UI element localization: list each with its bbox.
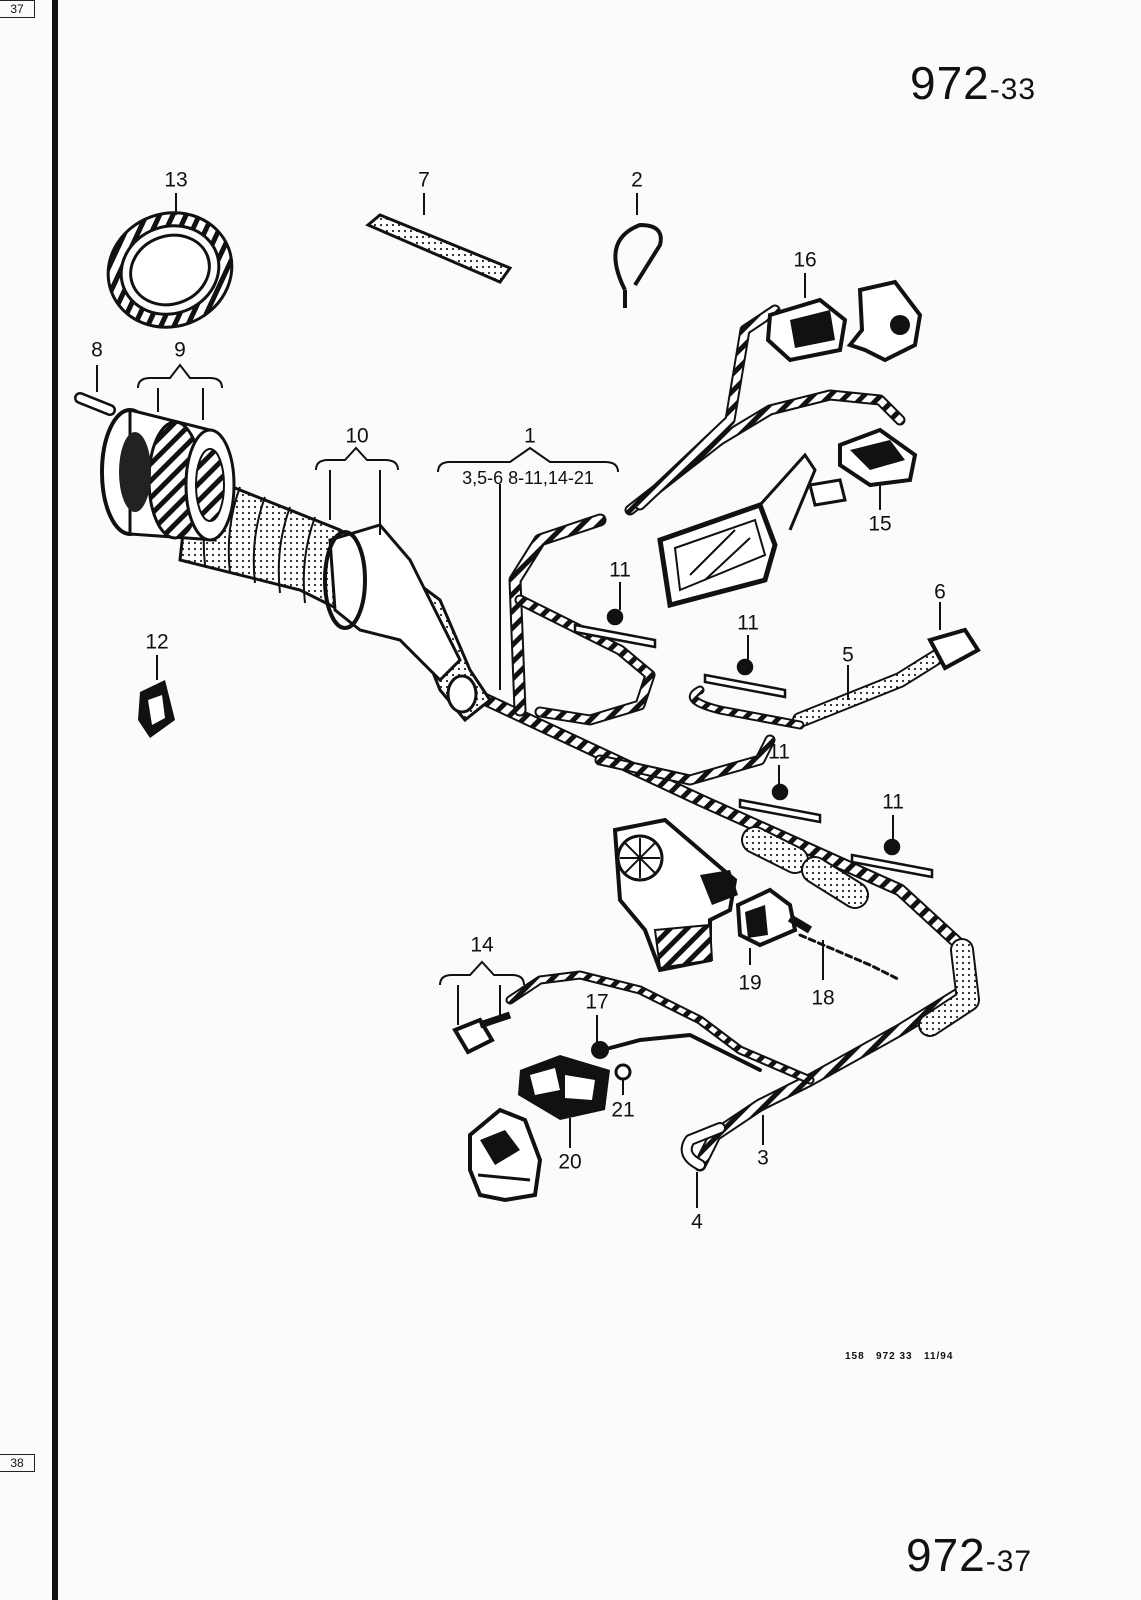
page-number-bottom: 972-37 [906,1528,1032,1582]
page-number-bottom-main: 972 [906,1529,986,1581]
protective-cap [138,680,175,738]
callout-20: 20 [558,1150,582,1174]
connector-16 [765,297,848,363]
small-parts-17-21 [591,1041,632,1081]
callout-5: 5 [842,643,854,667]
foam-strip [365,213,513,284]
page-number-bottom-sub: -37 [985,1545,1033,1578]
callout-9: 9 [174,338,186,362]
page-tab-top: 37 [0,0,35,18]
air-duct-hose [178,467,493,723]
footer-code: 158 972 33 11/94 [845,1351,954,1362]
callout-1-range: 3,5-6 8-11,14-21 [462,468,594,488]
retainer-clips [573,608,934,879]
main-harness-cables [458,304,980,1172]
callout-17: 17 [585,990,609,1014]
mirror-glass [657,452,817,609]
connector-6 [927,627,981,671]
nozzle-assembly [100,408,236,542]
callout-8: 8 [91,338,103,362]
lower-housing [468,1107,543,1203]
callout-7: 7 [418,168,430,192]
callout-16: 16 [793,248,817,272]
grommet-ring [106,211,234,329]
callout-11-b: 11 [737,611,759,635]
callout-11-c: 11 [768,740,790,764]
callout-14: 14 [470,933,494,957]
callout-12: 12 [145,630,169,654]
binding-margin-line [52,0,58,1600]
connector-15 [808,427,918,507]
page-number-top-sub: -33 [989,73,1037,106]
callout-21: 21 [611,1098,635,1122]
actuator-19 [735,887,813,948]
callout-2: 2 [631,168,643,192]
callout-1: 1 [524,424,536,448]
page-tab-bottom: 38 [0,1454,35,1472]
callout-leaders [96,193,941,1208]
connector-20 [518,1055,610,1120]
callout-15: 15 [868,512,892,536]
motor-assembly [612,817,738,973]
callout-19: 19 [738,971,762,995]
callout-10: 10 [345,424,369,448]
page-number-top: 972-33 [910,56,1036,110]
page-number-top-main: 972 [910,57,990,109]
cable-clip [613,222,663,308]
callout-11-d: 11 [882,790,904,814]
callout-3: 3 [757,1146,769,1170]
switch-part [846,279,923,363]
callout-6: 6 [934,580,946,604]
callout-11-a: 11 [609,558,631,582]
pin-part [74,392,116,416]
callout-13: 13 [164,168,188,192]
callout-4: 4 [691,1210,703,1234]
callout-18: 18 [811,986,835,1010]
sensor-14 [452,1011,512,1055]
